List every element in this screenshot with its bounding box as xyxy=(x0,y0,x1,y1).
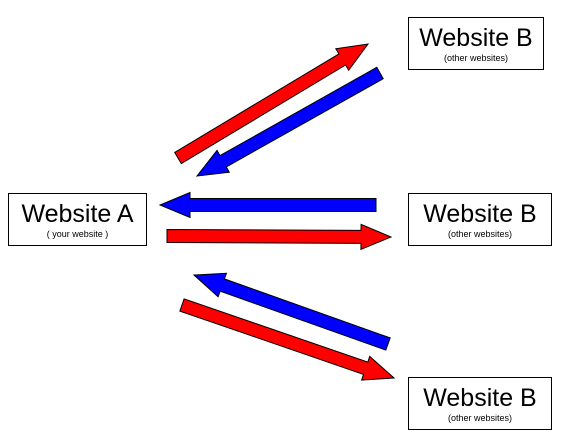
website-a-title: Website A xyxy=(21,200,134,228)
website-b-top-subtitle: (other websites) xyxy=(443,53,509,63)
arrow-a-to-b-top xyxy=(174,43,370,165)
website-b-top-box: Website B (other websites) xyxy=(408,17,544,70)
website-b-bottom-subtitle: (other websites) xyxy=(447,413,513,423)
arrow-b-top-to-a xyxy=(195,66,384,177)
website-b-middle-subtitle: (other websites) xyxy=(447,229,513,239)
website-b-top-title: Website B xyxy=(419,24,533,52)
website-b-middle-box: Website B (other websites) xyxy=(408,193,552,246)
arrow-b-middle-to-a xyxy=(158,191,377,219)
arrow-a-to-b-middle xyxy=(166,223,393,251)
arrow-b-bottom-to-a xyxy=(192,272,391,351)
website-b-bottom-box: Website B (other websites) xyxy=(408,377,552,430)
website-b-middle-title: Website B xyxy=(423,200,537,228)
website-a-box: Website A ( your website ) xyxy=(8,193,147,246)
arrow-a-to-b-bottom xyxy=(179,298,396,381)
website-a-subtitle: ( your website ) xyxy=(46,229,109,239)
website-b-bottom-title: Website B xyxy=(423,384,537,412)
